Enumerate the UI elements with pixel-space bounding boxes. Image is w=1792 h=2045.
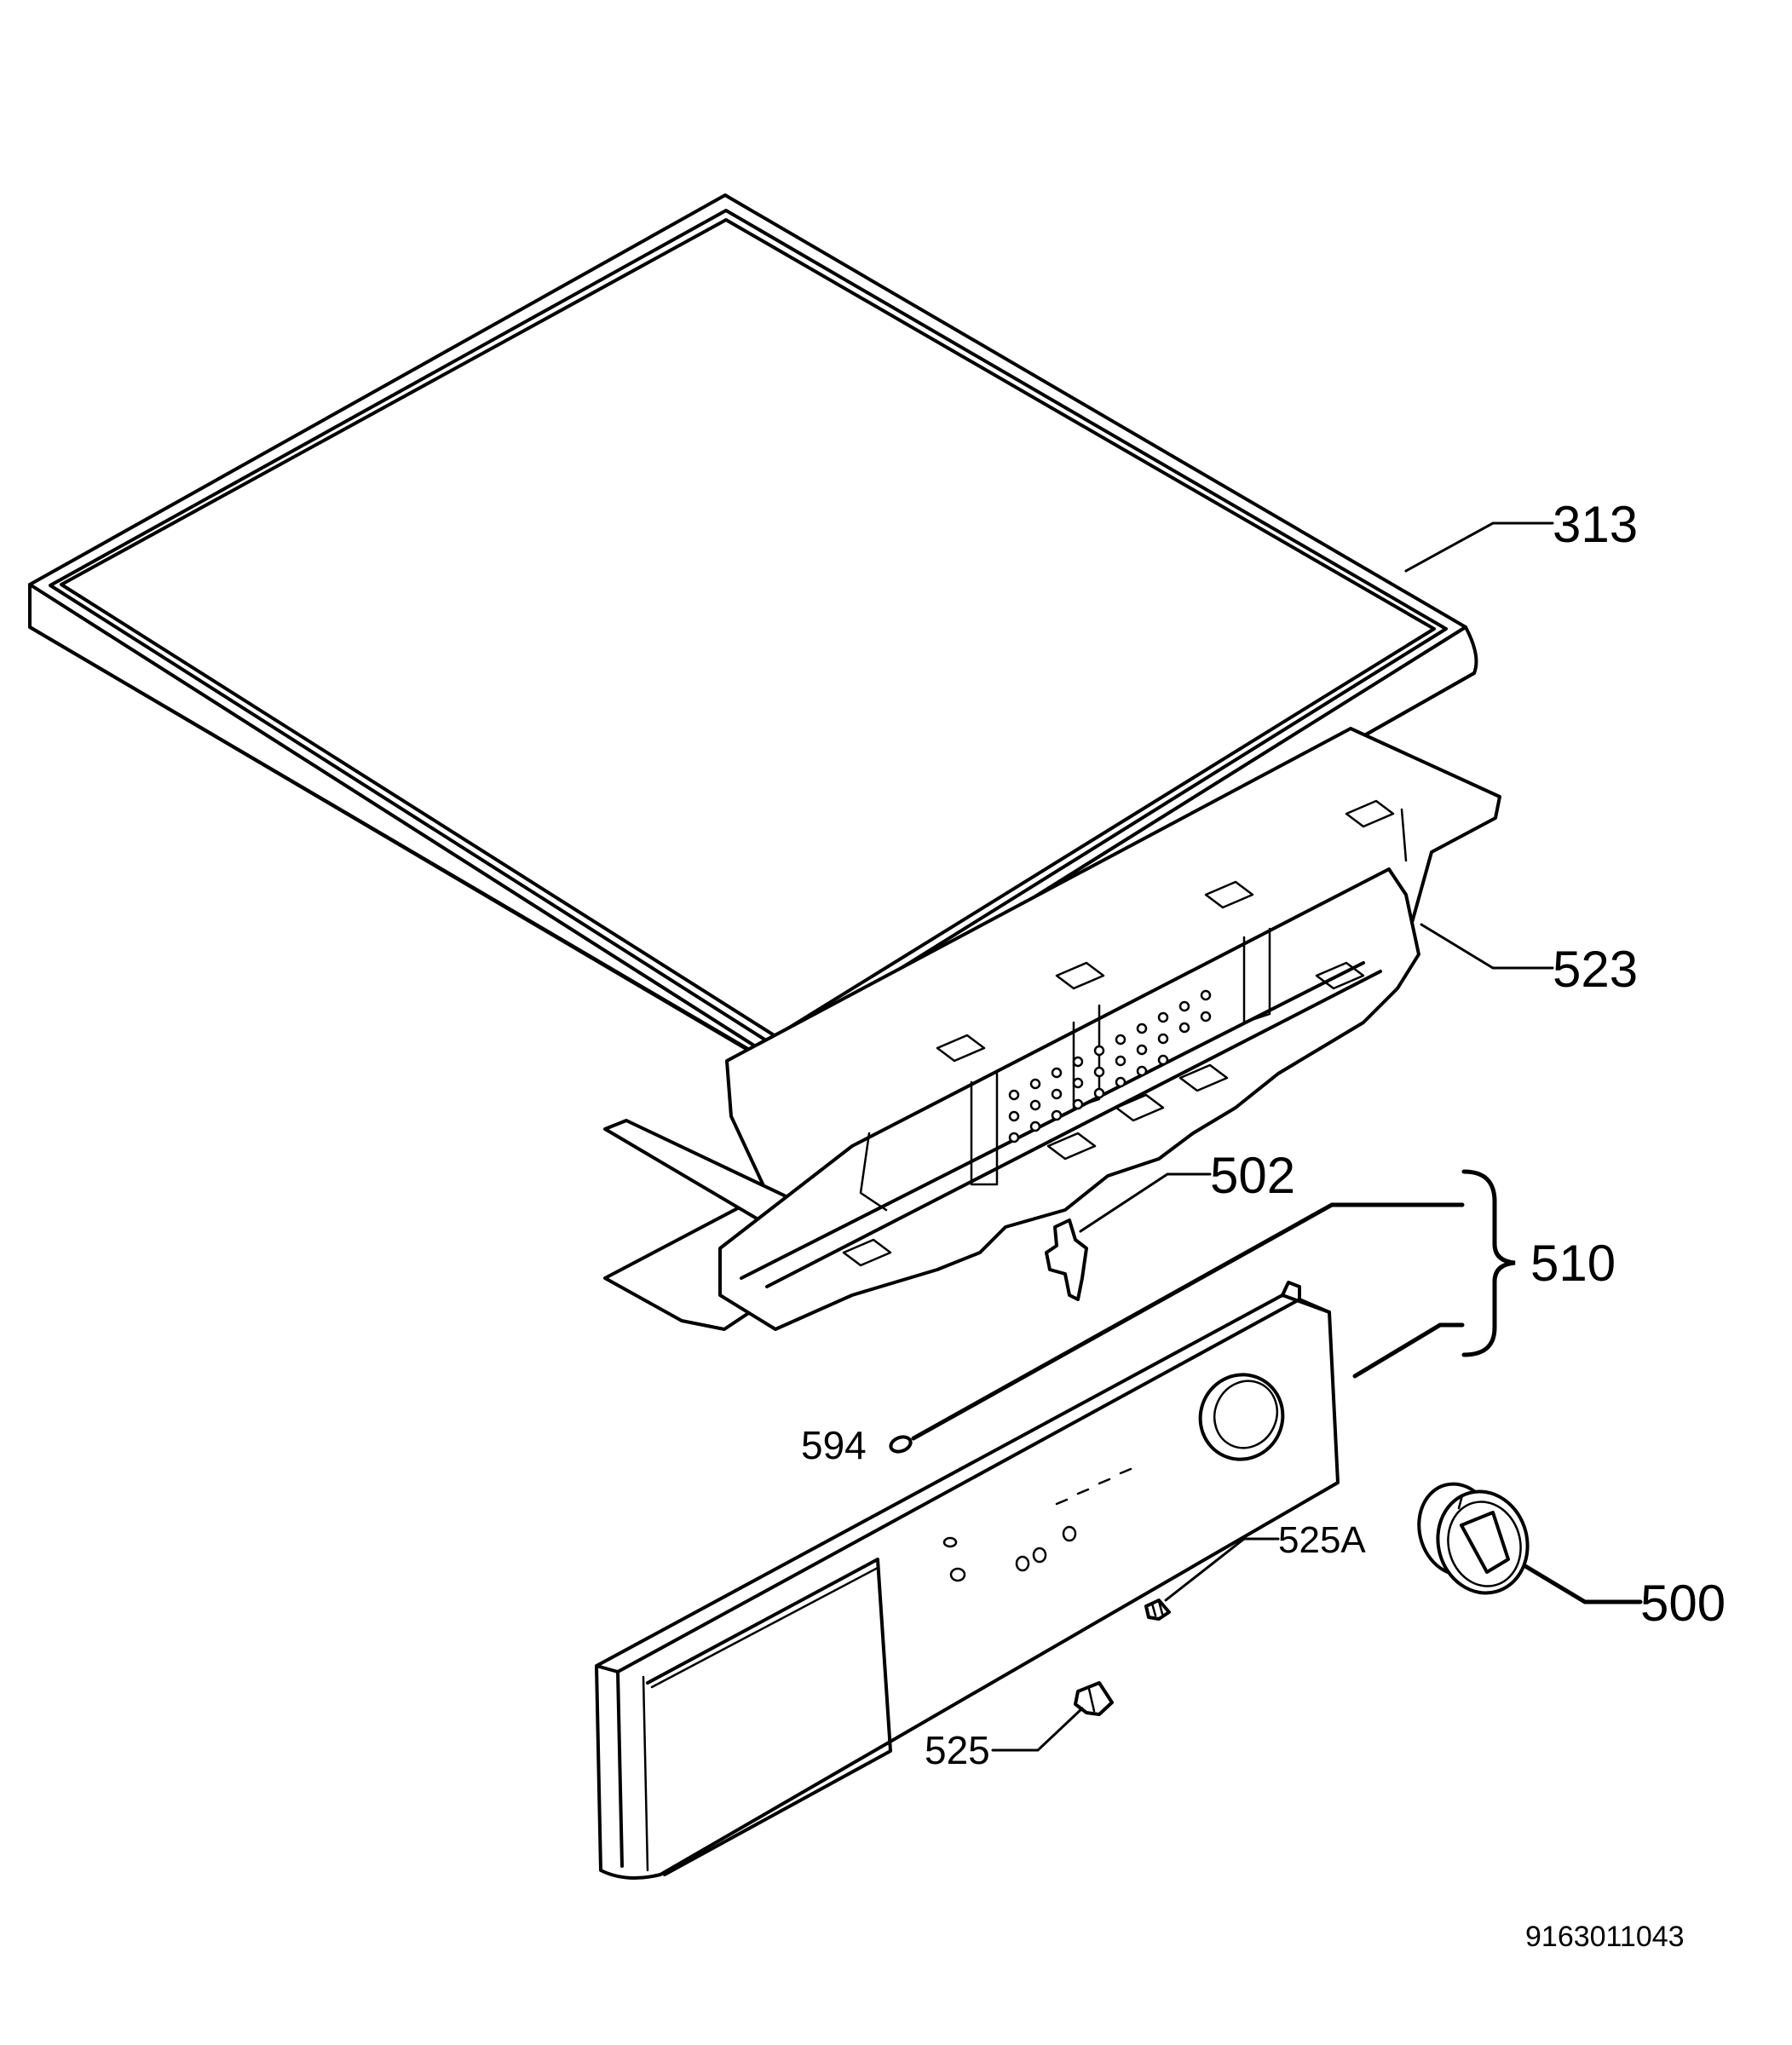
callout-523: 523 bbox=[1553, 941, 1638, 998]
leader-500 bbox=[1523, 1564, 1643, 1604]
callout-313: 313 bbox=[1553, 496, 1638, 553]
leader-510-lower bbox=[1352, 1322, 1465, 1379]
clip-part-502 bbox=[1045, 1218, 1088, 1301]
leader-525a bbox=[1164, 1537, 1280, 1602]
leader-313 bbox=[1404, 521, 1554, 573]
callout-labels: 313 523 502 510 594 525A 500 525 9163011… bbox=[801, 496, 1726, 1953]
leader-lines bbox=[911, 521, 1643, 1752]
button-part-525a bbox=[1144, 1599, 1171, 1621]
lens-part-594 bbox=[889, 1435, 913, 1454]
vent-holes bbox=[1008, 989, 1212, 1143]
callout-502: 502 bbox=[1210, 1147, 1295, 1204]
leader-502 bbox=[1079, 1172, 1212, 1233]
leader-510-upper bbox=[911, 1202, 1465, 1441]
callout-525: 525 bbox=[925, 1728, 990, 1772]
panel-frame-part-523 bbox=[603, 727, 1501, 1331]
leader-523 bbox=[1420, 923, 1554, 970]
indicator-leds bbox=[1055, 1467, 1132, 1506]
leader-525 bbox=[991, 1707, 1084, 1752]
control-fascia-part-510 bbox=[595, 1281, 1340, 1880]
program-knob-window bbox=[1198, 1373, 1285, 1461]
selector-knob-part-500 bbox=[1417, 1482, 1530, 1595]
button-holes bbox=[942, 1525, 1077, 1582]
bracket-510 bbox=[1461, 1169, 1516, 1357]
callout-594: 594 bbox=[801, 1423, 867, 1467]
drawing-number: 9163011043 bbox=[1525, 1921, 1685, 1953]
callout-525a: 525A bbox=[1278, 1519, 1366, 1561]
callout-500: 500 bbox=[1640, 1575, 1726, 1632]
button-part-525 bbox=[1074, 1681, 1114, 1716]
callout-510: 510 bbox=[1530, 1235, 1616, 1292]
